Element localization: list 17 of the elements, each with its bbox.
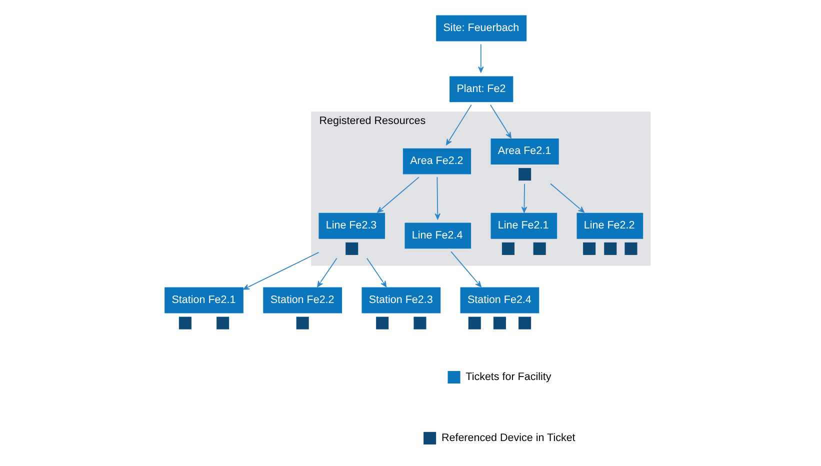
legend-label: Referenced Device in Ticket <box>440 432 575 444</box>
arrow <box>242 252 319 290</box>
arrow <box>366 258 386 288</box>
legend-label: Tickets for Facility <box>465 371 551 384</box>
arrow <box>450 251 481 288</box>
arrow <box>478 44 484 73</box>
arrow <box>446 104 472 146</box>
arrow <box>316 258 337 288</box>
arrow <box>520 183 527 213</box>
arrow <box>550 183 584 213</box>
arrow <box>376 176 419 213</box>
node-box: Line Fe2.4 <box>404 222 471 249</box>
node-box: Plant: Fe2 <box>449 76 513 102</box>
arrow <box>489 104 511 138</box>
node-box: Area Fe2.2 <box>402 148 471 174</box>
arrow <box>434 176 440 220</box>
node-box: Site: Feuerbach <box>436 15 526 42</box>
